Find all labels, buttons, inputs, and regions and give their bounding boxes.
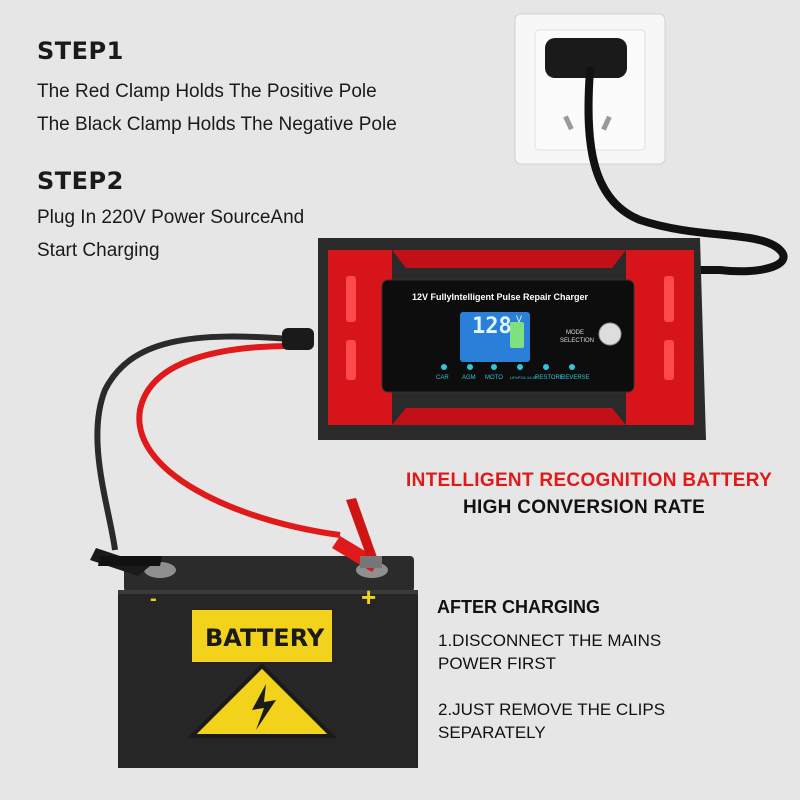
mode-restore: RESTORE — [535, 375, 564, 381]
red-wire — [136, 342, 341, 538]
after-charging-item1-line2: POWER FIRST — [438, 654, 557, 673]
step2-line-start: Start Charging — [37, 240, 160, 261]
mode-lifepo4: LiFePO4 14.6V — [510, 375, 538, 380]
mode-moto: MOTO — [485, 375, 503, 381]
lightning-bolt-icon — [252, 684, 276, 730]
after-charging-item1-line1: 1.DISCONNECT THE MAINS — [438, 631, 662, 650]
feature-intelligent-recognition: INTELLIGENT RECOGNITION BATTERY — [406, 470, 773, 491]
mode-car: CAR — [436, 375, 449, 381]
battery-label: BATTERY — [205, 624, 325, 652]
mode-reverse: REVERSE — [561, 375, 590, 381]
mode-agm: AGM — [462, 375, 476, 381]
power-cord — [584, 66, 788, 276]
charger — [318, 238, 706, 440]
battery-label-plate — [192, 610, 332, 662]
lcd-value: 128 — [472, 314, 512, 339]
step2-title: STEP2 — [37, 167, 124, 195]
plug-head — [545, 38, 627, 78]
black-wire — [94, 333, 301, 551]
feature-high-conversion: HIGH CONVERSION RATE — [463, 497, 706, 518]
step2-line-plug-in: Plug In 220V Power SourceAnd — [37, 207, 305, 228]
mode-label-2: SELECTION — [560, 338, 595, 344]
charger-title: 12V FullyIntelligent Pulse Repair Charge… — [412, 292, 589, 302]
step1-line-black-clamp: The Black Clamp Holds The Negative Pole — [37, 114, 397, 135]
mode-selection-button — [598, 322, 622, 346]
step1-line-red-clamp: The Red Clamp Holds The Positive Pole — [37, 81, 377, 102]
after-charging-item2-line2: SEPARATELY — [438, 723, 546, 742]
black-clamp — [90, 548, 162, 576]
mode-label-1: MODE — [566, 330, 584, 336]
after-charging-item2-line1: 2.JUST REMOVE THE CLIPS — [438, 700, 666, 719]
step1-title: STEP1 — [37, 37, 124, 65]
battery-minus-sign: - — [150, 588, 157, 610]
battery-plus-sign: + — [361, 582, 377, 612]
lcd-unit: V — [516, 314, 523, 324]
red-clamp — [332, 498, 382, 572]
after-charging-title: AFTER CHARGING — [437, 597, 600, 617]
